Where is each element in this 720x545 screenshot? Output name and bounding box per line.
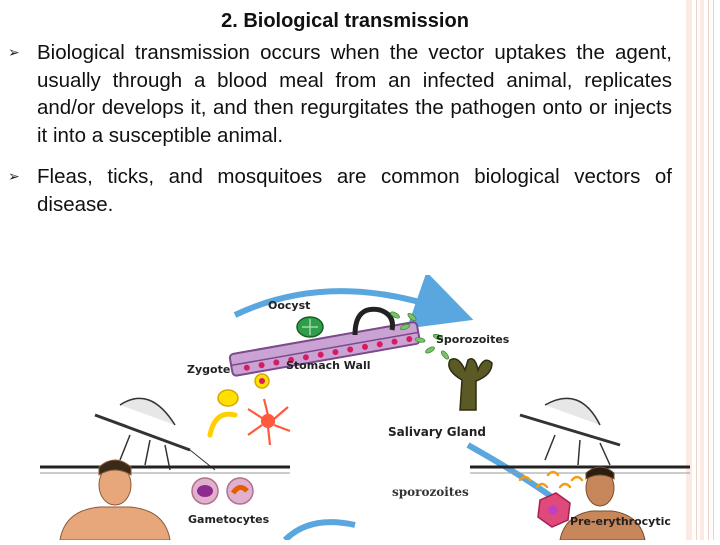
cycle-arrow-right xyxy=(466,442,562,506)
burst-oocyst-shape xyxy=(352,306,395,336)
cycle-arrow-bottom xyxy=(282,519,356,543)
gametocyte-cells xyxy=(191,477,254,505)
salivary-gland-shape xyxy=(448,358,493,411)
sporozoites-label: Sporozoites xyxy=(436,333,510,346)
gametocytes-label: Gametocytes xyxy=(188,513,270,526)
bullet-text: Fleas, ticks, and mosquitoes are common … xyxy=(37,165,672,216)
stomach-wall xyxy=(228,321,421,377)
salivary-gland-label: Salivary Gland xyxy=(388,425,486,439)
mosquito-left xyxy=(94,397,216,471)
ookinete-shape xyxy=(207,411,238,438)
exflagellating-gamete xyxy=(247,398,291,446)
arrow-bullet-icon: ➢ xyxy=(8,44,20,60)
zygote-label: Zygote xyxy=(187,363,231,376)
sporozoites-bottom-shapes xyxy=(518,470,584,489)
bullet-item: ➢ Fleas, ticks, and mosquitoes are commo… xyxy=(0,163,672,219)
stomach-wall-label: Stomach Wall xyxy=(286,359,371,372)
sporozoites-bottom-label: sporozoites xyxy=(392,485,469,499)
cycle-arrow-top xyxy=(233,271,474,329)
oocyst-label: Oocyst xyxy=(268,299,311,312)
human-left xyxy=(59,459,171,541)
bullet-text: Biological transmission occurs when the … xyxy=(37,41,672,147)
slide-title: 2. Biological transmission xyxy=(221,10,469,32)
decorative-border xyxy=(686,0,720,540)
human-right xyxy=(559,466,646,541)
malaria-life-cycle-figure: Oocyst Sporozoites Zygote Stomach Wall S… xyxy=(0,271,690,543)
life-cycle-illustration xyxy=(40,271,690,543)
mosquito-right xyxy=(519,397,621,466)
bullet-item: ➢ Biological transmission occurs when th… xyxy=(0,39,672,151)
arrow-bullet-icon: ➢ xyxy=(8,168,20,184)
zygote-cell xyxy=(217,389,239,407)
pre-erythrocytic-label: Pre-erythrocytic xyxy=(570,515,671,528)
